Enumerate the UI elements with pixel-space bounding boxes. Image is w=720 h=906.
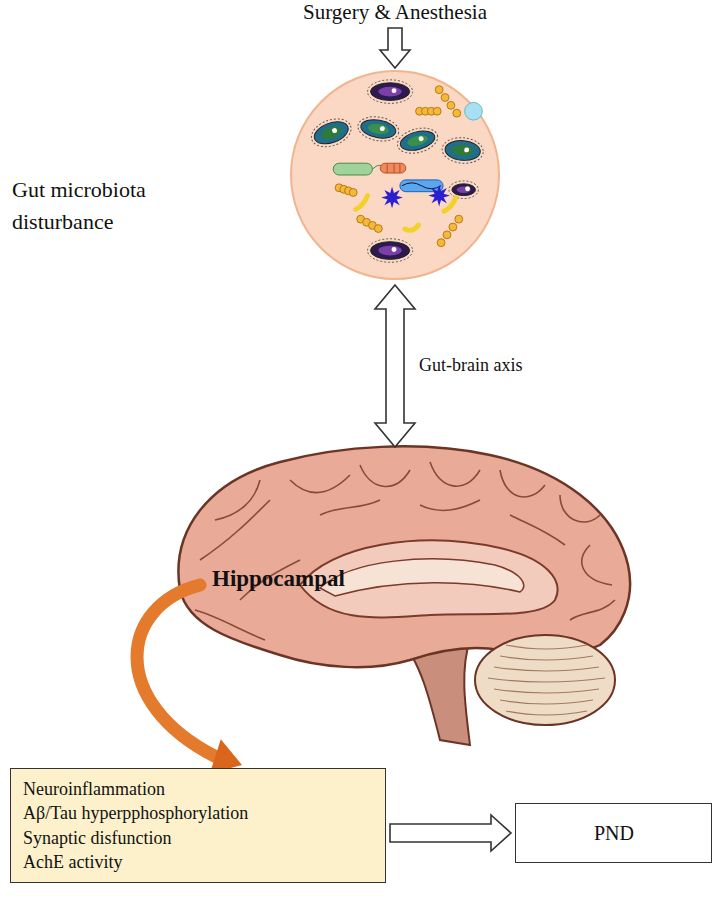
fold-line bbox=[500, 656, 593, 660]
effect-item: Synaptic disfunction bbox=[23, 826, 373, 850]
fold-line bbox=[420, 500, 480, 510]
fold-line bbox=[494, 689, 599, 693]
microbiota-circle: Gut microbiota disturbance bbox=[290, 70, 500, 280]
fold-line bbox=[290, 475, 350, 493]
fold-line bbox=[506, 645, 587, 649]
effect-item: Neuroinflammation bbox=[23, 777, 373, 801]
node-text: Gut microbiota disturbance bbox=[12, 174, 202, 238]
fold-line bbox=[582, 545, 612, 585]
block-arrow bbox=[390, 815, 511, 851]
curved-arrow bbox=[137, 585, 242, 774]
effect-item: Aβ/Tau hyperpphosphorylation bbox=[23, 801, 373, 825]
fold-line bbox=[195, 610, 265, 640]
node-text: Surgery & Anesthesia bbox=[303, 0, 487, 25]
fold-line bbox=[200, 500, 270, 560]
node-text: Hippocampal bbox=[212, 566, 345, 592]
fold-line bbox=[510, 515, 565, 545]
block-arrow bbox=[380, 28, 410, 68]
fold-line bbox=[494, 667, 599, 671]
cerebellum bbox=[475, 635, 615, 725]
brain-region: Hippocampal bbox=[200, 450, 630, 750]
node-text: PND bbox=[594, 822, 634, 845]
fold-line bbox=[500, 700, 593, 704]
cerebrum bbox=[178, 446, 630, 667]
edge-label: Gut-brain axis bbox=[419, 355, 522, 376]
fold-line bbox=[560, 495, 600, 522]
fold-line bbox=[570, 600, 615, 620]
effect-item: AchE activity bbox=[23, 850, 373, 874]
cerebellum-folds bbox=[488, 645, 605, 715]
outcome-box: PND bbox=[515, 803, 712, 863]
corpus-callosum bbox=[320, 559, 524, 596]
effects-box: NeuroinflammationAβ/Tau hyperpphosphoryl… bbox=[10, 768, 386, 883]
fold-line bbox=[215, 480, 260, 520]
fold-line bbox=[430, 462, 480, 486]
fold-line bbox=[500, 470, 545, 497]
fold-line bbox=[506, 711, 587, 715]
brain-folds bbox=[195, 462, 615, 640]
block-arrow bbox=[375, 285, 415, 447]
cause-label: Surgery & Anesthesia bbox=[303, 0, 487, 25]
fold-line bbox=[320, 500, 380, 515]
bacteria-illustration bbox=[292, 72, 498, 278]
fold-line bbox=[360, 465, 410, 486]
fold-line bbox=[488, 678, 605, 682]
